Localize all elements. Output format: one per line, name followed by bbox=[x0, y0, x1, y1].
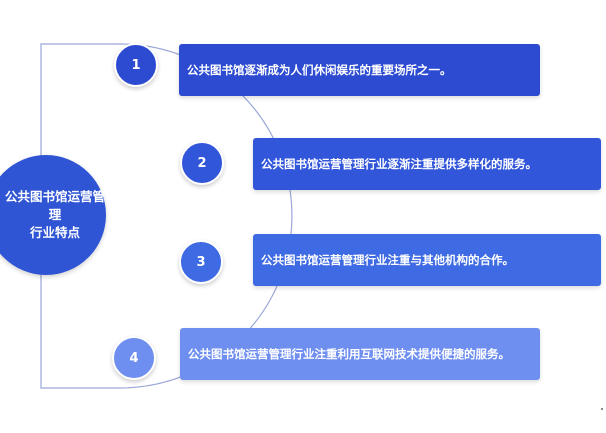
item-text-2: 公共图书馆运营管理行业逐渐注重提供多样化的服务。 bbox=[261, 157, 537, 171]
item-text-4: 公共图书馆运营管理行业注重利用互联网技术提供便捷的服务。 bbox=[188, 347, 510, 361]
item-bar-1: 公共图书馆逐渐成为人们休闲娱乐的重要场所之一。 bbox=[179, 44, 540, 96]
item-number-badge-2: 2 bbox=[180, 141, 224, 185]
item-number-badge-1: 1 bbox=[114, 43, 158, 87]
center-topic-circle: 公共图书馆运营管理 行业特点 bbox=[0, 155, 106, 275]
item-text-3: 公共图书馆运营管理行业注重与其他机构的合作。 bbox=[261, 253, 514, 267]
item-bar-3: 公共图书馆运营管理行业注重与其他机构的合作。 bbox=[253, 234, 601, 286]
item-bar-2: 公共图书馆运营管理行业逐渐注重提供多样化的服务。 bbox=[253, 138, 601, 190]
item-number-badge-3: 3 bbox=[179, 240, 223, 284]
center-topic-line2: 行业特点 bbox=[29, 225, 80, 240]
item-number-badge-4: 4 bbox=[112, 336, 156, 380]
center-topic-line1: 公共图书馆运营管理 bbox=[4, 189, 105, 222]
corner-dot bbox=[601, 408, 603, 410]
item-bar-4: 公共图书馆运营管理行业注重利用互联网技术提供便捷的服务。 bbox=[180, 328, 540, 380]
item-text-1: 公共图书馆逐渐成为人们休闲娱乐的重要场所之一。 bbox=[187, 63, 452, 77]
